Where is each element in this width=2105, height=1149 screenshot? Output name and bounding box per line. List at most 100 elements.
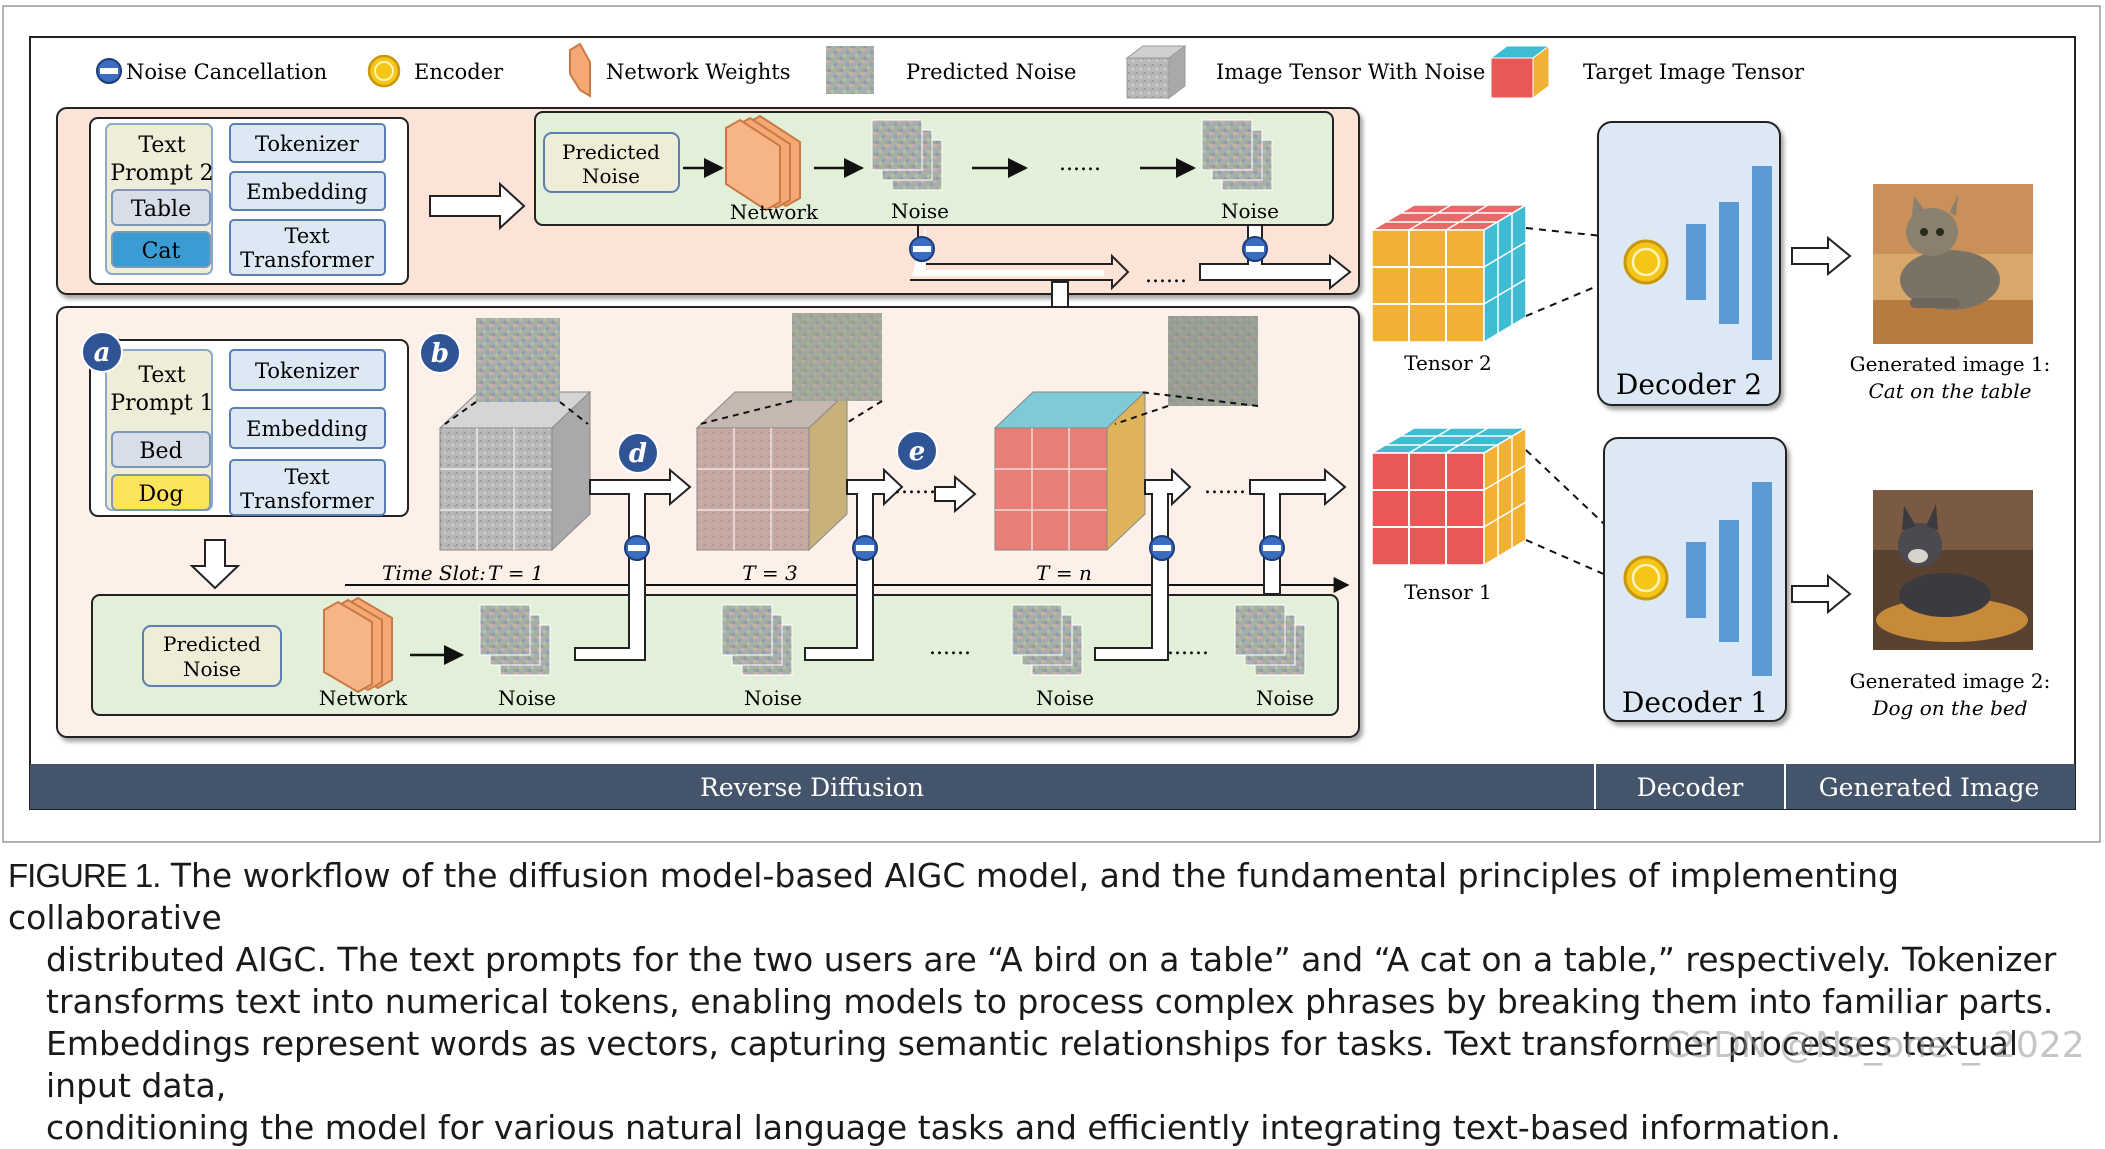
user1-noise-stack-3 [1011, 604, 1083, 676]
noise-cancellation-icon [96, 58, 122, 84]
badge-a: a [81, 331, 123, 373]
user1-word-bed-label: Bed [139, 439, 182, 464]
generated-image-cat [1873, 184, 2033, 344]
user1-down-arrow [189, 539, 241, 590]
footer-generated-image: Generated Image [1819, 773, 2040, 802]
generated-image1-title: Generated image 1: [1850, 352, 2051, 376]
decoder1-bar-2 [1719, 520, 1739, 642]
predicted-noise-icon [826, 46, 874, 94]
user1-transformer-line2: Transformer [240, 489, 375, 513]
user2-noise-label-2: Noise [1221, 199, 1279, 223]
legend-image-tensor-with-noise: Image Tensor With Noise [1216, 60, 1485, 84]
legend-encoder: Encoder [414, 60, 504, 84]
user2-ellipsis-1: ...... [1059, 151, 1101, 176]
badge-b: b [419, 332, 461, 374]
user1-predicted-noise-box [142, 625, 282, 687]
user2-predicted-noise-line2: Noise [582, 164, 640, 188]
user1-word-dog [111, 474, 211, 511]
legend: Noise Cancellation Encoder Network Weigh… [96, 42, 1805, 99]
decoder2-bar-1 [1686, 224, 1706, 300]
diagram-canvas: Noise Cancellation Encoder Network Weigh… [2, 5, 2101, 843]
generated-image2-caption: Dog on the bed [1871, 696, 2027, 720]
user1-tokenizer [229, 349, 386, 391]
figure-caption: FIGURE 1. The workflow of the diffusion … [8, 855, 2093, 1149]
user1-noise-stack-2 [721, 604, 793, 676]
output-arrow-1 [1791, 573, 1852, 615]
footer-reverse-diffusion: Reverse Diffusion [700, 773, 924, 802]
time-t1: T = 1 [488, 561, 544, 585]
user2-network-label: Network [730, 200, 819, 224]
user2-prompt-line2: Prompt 2 [110, 161, 213, 186]
user1-noise-label-2: Noise [744, 686, 802, 710]
user2-word-cat-label: Cat [142, 239, 181, 264]
generated-image1-caption: Cat on the table [1868, 379, 2031, 403]
decoder1-label: Decoder 1 [1622, 686, 1768, 719]
svg-text:d: d [629, 439, 647, 469]
legend-noise-cancellation: Noise Cancellation [126, 60, 327, 84]
user1-ellipsis-2: ...... [1167, 635, 1209, 660]
noisy-tensor-t1 [438, 390, 592, 552]
target-image-tensor-icon [1489, 45, 1551, 99]
footer-bar [30, 764, 2075, 809]
user2-tokenizer-label: Tokenizer [255, 132, 360, 156]
user2-transformer-line2: Transformer [240, 248, 375, 272]
caption-line2: distributed AIGC. The text prompts for t… [46, 940, 2057, 979]
user2-embedding-label: Embedding [246, 180, 368, 204]
user2-noise-stack-1 [871, 119, 943, 191]
svg-text:e: e [909, 437, 926, 467]
user1-network-label: Network [319, 686, 408, 710]
decoder1-encoder-icon [1623, 555, 1669, 601]
decoder2-label: Decoder 2 [1616, 368, 1762, 401]
noisy-tensor-t3 [695, 390, 849, 552]
user1-network-icon [323, 596, 393, 694]
noise-sample-t1 [476, 318, 560, 402]
user1-cancellation-pipes: ...... ...... [574, 467, 1347, 661]
generated-image-dog [1873, 490, 2033, 650]
user1-noise-stack-4 [1234, 604, 1306, 676]
user1-predicted-noise-line2: Noise [183, 657, 241, 681]
user2-network-icon [725, 114, 801, 212]
time-t3: T = 3 [742, 561, 798, 585]
user1-word-bed [111, 431, 211, 468]
user1-noise-stack-1 [479, 604, 551, 676]
user2-word-cat [111, 231, 211, 268]
network-weights-icon [569, 42, 591, 98]
caption-line3: transforms text into numerical tokens, e… [46, 982, 2054, 1021]
time-tn: T = n [1036, 561, 1092, 585]
user2-ellipsis-2: ...... [1145, 263, 1187, 288]
watermark: CSDN @No_one-_-2022 [1665, 1025, 2085, 1066]
tensor1-label: Tensor 1 [1404, 580, 1491, 604]
user2-transformer-line1: Text [284, 224, 330, 248]
generated-image2-title: Generated image 2: [1850, 669, 2051, 693]
user1-prompt-line1: Text [138, 363, 185, 388]
user1-ellipsis-1: ...... [929, 635, 971, 660]
noisy-tensor-tn [993, 390, 1147, 552]
image-tensor-noise-icon [1125, 45, 1187, 99]
badge-d: d [617, 432, 659, 474]
user2-tokenizer [229, 123, 386, 163]
decoder1-bar-1 [1686, 542, 1706, 618]
user2-hollow-arrow [429, 181, 526, 231]
user1-ellipsis-3: ...... [894, 474, 936, 499]
user1-tokenizer-label: Tokenizer [255, 359, 360, 383]
legend-predicted-noise: Predicted Noise [906, 60, 1076, 84]
badge-e: e [896, 430, 938, 472]
user2-word-table [111, 189, 211, 226]
user2-noise-label-1: Noise [891, 199, 949, 223]
output-arrow-2 [1791, 235, 1852, 277]
tensor2-cube [1369, 203, 1529, 344]
decoder2-bar-2 [1719, 202, 1739, 324]
user2-predicted-noise-line1: Predicted [562, 140, 660, 164]
user1-predicted-noise-line1: Predicted [163, 632, 261, 656]
user1-transformer-line1: Text [284, 465, 330, 489]
user2-embedding [229, 171, 386, 211]
decoder2-bar-3 [1752, 166, 1772, 360]
user2-predicted-noise-box [543, 132, 680, 193]
tensor1-cube [1369, 426, 1529, 567]
caption-label: FIGURE 1. [8, 857, 161, 894]
user1-word-dog-label: Dog [139, 482, 184, 507]
user1-ellipsis-4: ...... [1204, 474, 1246, 499]
svg-text:a: a [94, 338, 111, 368]
user1-text-transformer [229, 459, 386, 516]
encoder-icon [367, 54, 401, 88]
